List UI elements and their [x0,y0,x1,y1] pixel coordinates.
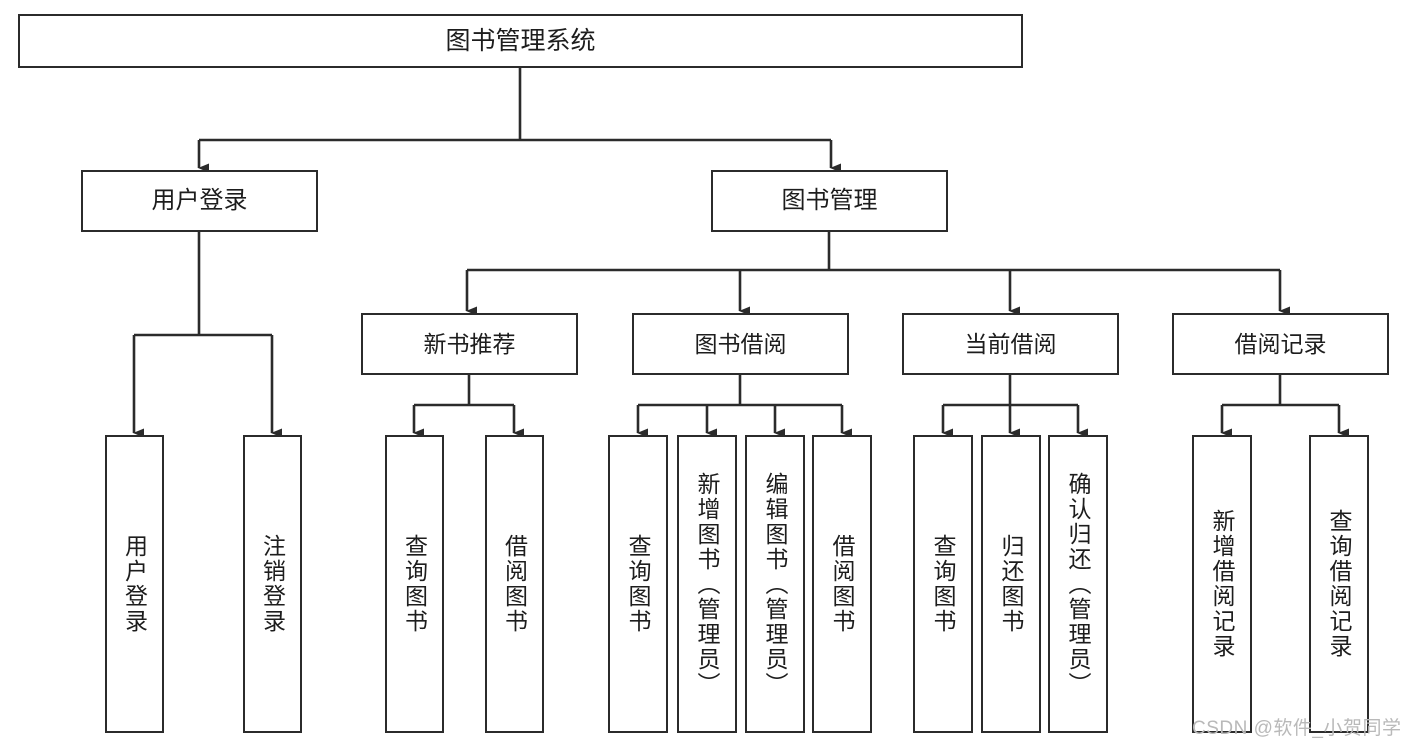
node-label: 查询借阅记录 [1326,509,1353,659]
leaf-add-borrow-record[interactable]: 新增借阅记录 [1192,435,1252,733]
leaf-confirm-return-admin[interactable]: 确认归还（管理员） [1048,435,1108,733]
node-root-system[interactable]: 图书管理系统 [18,14,1023,68]
node-label: 当前借阅 [964,330,1057,357]
leaf-query-book-borrow[interactable]: 查询图书 [608,435,668,733]
leaf-user-login[interactable]: 用户登录 [105,435,164,733]
node-label: 编辑图书（管理员） [762,471,789,697]
node-label: 图书管理系统 [445,26,596,55]
node-label: 注销登录 [259,534,286,634]
leaf-edit-book-admin[interactable]: 编辑图书（管理员） [745,435,805,733]
leaf-return-book[interactable]: 归还图书 [981,435,1041,733]
node-label: 新增图书（管理员） [694,471,721,697]
node-label: 借阅图书 [501,534,528,634]
node-label: 用户登录 [151,187,248,215]
node-label: 查询图书 [625,534,652,634]
node-label: 图书管理 [781,187,878,215]
leaf-borrow-book-recommend[interactable]: 借阅图书 [485,435,544,733]
node-label: 新增借阅记录 [1209,509,1236,659]
node-current-borrow[interactable]: 当前借阅 [902,313,1119,375]
leaf-query-book-recommend[interactable]: 查询图书 [385,435,444,733]
node-borrow-records[interactable]: 借阅记录 [1172,313,1389,375]
leaf-add-book-admin[interactable]: 新增图书（管理员） [677,435,737,733]
node-label: 图书借阅 [694,330,787,357]
leaf-logout[interactable]: 注销登录 [243,435,302,733]
node-label: 新书推荐 [423,330,516,357]
leaf-query-book-current[interactable]: 查询图书 [913,435,973,733]
node-label: 归还图书 [998,534,1025,634]
node-new-book-recommend[interactable]: 新书推荐 [361,313,578,375]
leaf-query-borrow-record[interactable]: 查询借阅记录 [1309,435,1369,733]
node-label: 用户登录 [121,534,148,634]
node-label: 借阅记录 [1234,330,1327,357]
node-label: 查询图书 [401,534,428,634]
node-user-login[interactable]: 用户登录 [81,170,318,232]
node-book-borrow[interactable]: 图书借阅 [632,313,849,375]
node-label: 查询图书 [930,534,957,634]
node-label: 借阅图书 [829,534,856,634]
node-book-management[interactable]: 图书管理 [711,170,948,232]
leaf-borrow-book[interactable]: 借阅图书 [812,435,872,733]
node-label: 确认归还（管理员） [1065,471,1092,697]
